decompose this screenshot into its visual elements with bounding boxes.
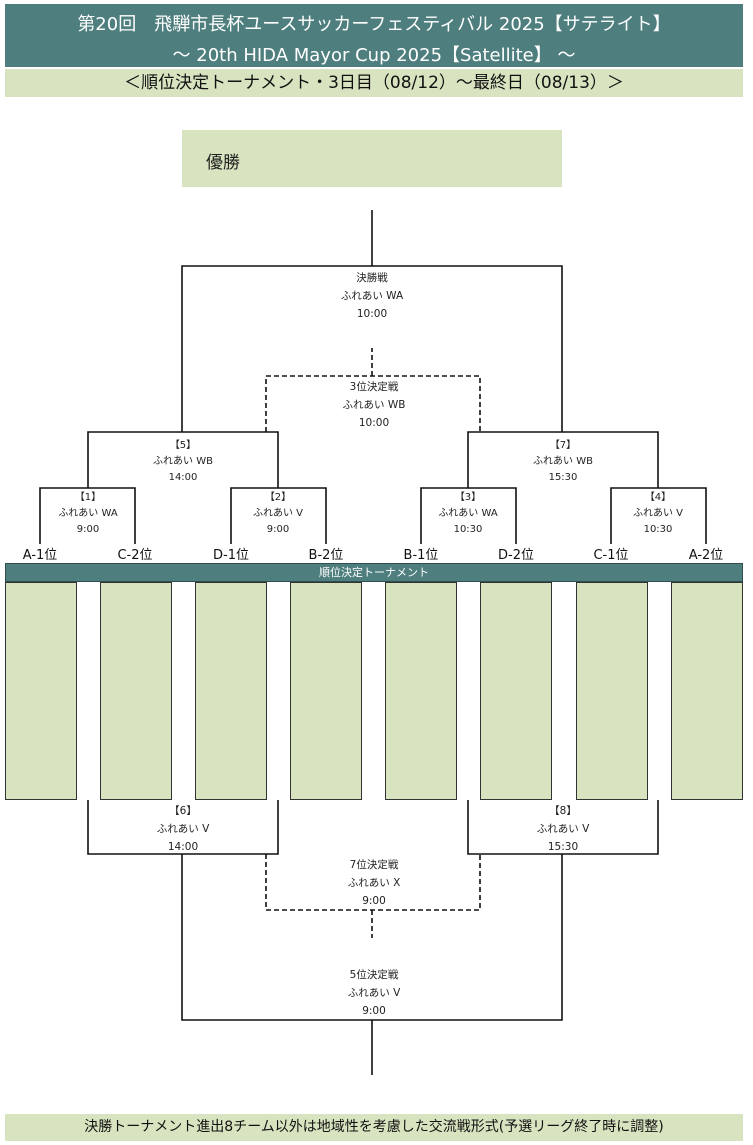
team-slot xyxy=(100,582,172,800)
match-venue: ふれあい V xyxy=(536,823,590,835)
footer-note: 決勝トーナメント進出8チーム以外は地域性を考慮した交流戦形式(予選リーグ終了時に… xyxy=(5,1114,743,1141)
team-slot xyxy=(480,582,552,800)
match-number: 【4】 xyxy=(644,492,672,503)
match-venue: ふれあい V xyxy=(632,508,684,519)
seed-label: D-2位 xyxy=(498,548,534,563)
page-title-english: 〜 20th HIDA Mayor Cup 2025【Satellite】 〜 xyxy=(172,45,576,66)
match-venue: ふれあい WB xyxy=(153,456,213,467)
match-third-place: 3位決定戦 ふれあい WB 10:00 xyxy=(343,378,406,432)
match-number: 【3】 xyxy=(454,492,482,503)
bracket-line-third xyxy=(265,375,481,432)
match-time: 9:00 xyxy=(362,1005,386,1017)
match-time: 10:00 xyxy=(356,308,388,320)
match-final: 決勝戦 ふれあい WA 10:00 xyxy=(341,269,403,323)
winner-label: 優勝 xyxy=(206,153,240,173)
section-band: 順位決定トーナメント xyxy=(5,563,743,582)
match-time: 9:00 xyxy=(362,895,386,907)
match-seventh-place: 7位決定戦 ふれあい X 9:00 xyxy=(348,856,401,910)
bracket-line-m7 xyxy=(467,431,659,488)
bracket-line-m6 xyxy=(87,800,279,855)
match-time: 14:00 xyxy=(167,841,199,853)
seed-label: A-2位 xyxy=(688,548,724,563)
team-slot xyxy=(576,582,648,800)
seed-label: D-1位 xyxy=(213,548,249,563)
match-7: 【7】 ふれあい WB 15:30 xyxy=(533,438,593,486)
seed-label: C-1位 xyxy=(593,548,629,563)
match-number: 5位決定戦 xyxy=(349,969,399,981)
match-time: 15:30 xyxy=(547,841,579,853)
match-number: 決勝戦 xyxy=(356,272,388,284)
match-time: 15:30 xyxy=(548,472,578,483)
team-slot xyxy=(195,582,267,800)
match-number: 【2】 xyxy=(264,492,292,503)
match-time: 9:00 xyxy=(266,524,290,535)
seed-label: A-1位 xyxy=(22,548,58,563)
match-6: 【6】 ふれあい V 14:00 xyxy=(157,802,210,856)
page-title: 第20回 飛騨市長杯ユースサッカーフェスティバル 2025【サテライト】 xyxy=(77,14,671,35)
match-2: 【2】 ふれあい V 9:00 xyxy=(253,490,303,538)
match-time: 10:30 xyxy=(643,524,673,535)
match-venue: ふれあい V xyxy=(156,823,210,835)
team-slot xyxy=(290,582,362,800)
match-number: 【1】 xyxy=(74,492,102,503)
match-time: 14:00 xyxy=(168,472,198,483)
match-number: 【7】 xyxy=(549,440,577,451)
match-number: 【5】 xyxy=(169,440,197,451)
page-subtitle: ＜順位決定トーナメント・3日目（08/12）〜最終日（08/13）＞ xyxy=(5,69,743,97)
match-venue: ふれあい X xyxy=(347,877,401,889)
match-venue: ふれあい WA xyxy=(438,508,498,519)
match-time: 10:30 xyxy=(453,524,483,535)
winner-box: 優勝 xyxy=(182,130,562,187)
match-venue: ふれあい WA xyxy=(58,508,118,519)
match-venue: ふれあい WB xyxy=(533,456,593,467)
bracket-line-seventh xyxy=(265,854,481,911)
match-1: 【1】 ふれあい WA 9:00 xyxy=(58,490,117,538)
match-5: 【5】 ふれあい WB 14:00 xyxy=(153,438,213,486)
seed-label: B-2位 xyxy=(308,548,344,563)
match-number: 3位決定戦 xyxy=(349,381,399,393)
match-venue: ふれあい V xyxy=(252,508,304,519)
match-time: 9:00 xyxy=(76,524,100,535)
match-venue: ふれあい WB xyxy=(342,399,406,411)
bracket-line-m8 xyxy=(467,800,659,855)
match-venue: ふれあい WA xyxy=(340,290,404,302)
match-fifth-place: 5位決定戦 ふれあい V 9:00 xyxy=(348,966,401,1020)
team-slot xyxy=(671,582,743,800)
title-banner: 第20回 飛騨市長杯ユースサッカーフェスティバル 2025【サテライト】 〜 2… xyxy=(5,4,743,67)
team-slot xyxy=(385,582,457,800)
match-8: 【8】 ふれあい V 15:30 xyxy=(537,802,590,856)
match-number: 7位決定戦 xyxy=(349,859,399,871)
seed-label: B-1位 xyxy=(403,548,439,563)
match-4: 【4】 ふれあい V 10:30 xyxy=(633,490,683,538)
match-number: 【6】 xyxy=(169,805,197,817)
bracket-line-m5 xyxy=(87,431,279,488)
match-number: 【8】 xyxy=(549,805,577,817)
team-slot xyxy=(5,582,77,800)
match-venue: ふれあい V xyxy=(347,987,401,999)
match-time: 10:00 xyxy=(358,417,390,429)
match-3: 【3】 ふれあい WA 10:30 xyxy=(438,490,497,538)
seed-label: C-2位 xyxy=(117,548,153,563)
